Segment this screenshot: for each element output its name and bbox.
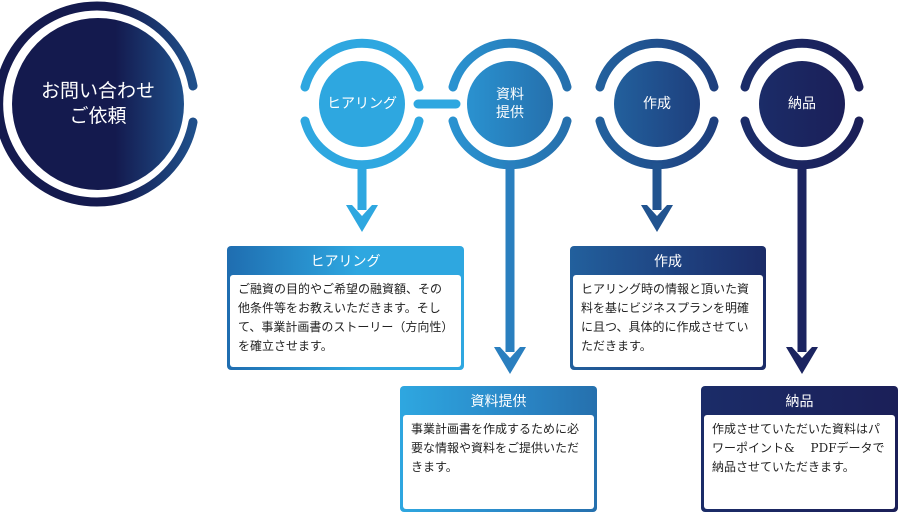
- step-circle-delivery: [740, 38, 864, 374]
- box-delivery-title: 納品: [785, 394, 814, 410]
- box-delivery-body: 作成させていただいた資料はパワーポイント& PDFデータで納品させていただきます…: [704, 415, 895, 509]
- box-materials-title: 資料提供: [470, 394, 527, 410]
- start-label-line1: お問い合わせ: [40, 80, 155, 103]
- step-label-delivery: 納品: [788, 95, 816, 112]
- start-label-line2: ご依頼: [69, 105, 127, 127]
- start-circle: [0, 1, 198, 207]
- start-label: お問い合わせ ご依頼: [12, 62, 184, 146]
- box-hearing-body: ご融資の目的やご希望の融資額、その他条件等をお教えいただきます。そして、事業計画…: [230, 275, 461, 367]
- step-circle-hearing: [300, 38, 424, 232]
- step-label-materials: 資料 提供: [496, 86, 524, 121]
- box-materials-body: 事業計画書を作成するために必要な情報や資料をご提供いただきます。: [403, 415, 594, 509]
- step-label-creation: 作成: [643, 95, 671, 112]
- step-circle-materials: [448, 38, 572, 374]
- step-label-hearing: ヒアリング: [327, 95, 397, 112]
- box-creation: 作成 ヒアリング時の情報と頂いた資料を基にビジネスプランを明確に且つ、具体的に作…: [570, 246, 766, 370]
- box-materials: 資料提供 事業計画書を作成するために必要な情報や資料をご提供いただきます。: [400, 386, 597, 512]
- box-hearing-title: ヒアリング: [310, 254, 381, 270]
- box-creation-body: ヒアリング時の情報と頂いた資料を基にビジネスプランを明確に且つ、具体的に作成させ…: [573, 275, 763, 367]
- box-hearing: ヒアリング ご融資の目的やご希望の融資額、その他条件等をお教えいただきます。そし…: [227, 246, 464, 370]
- box-delivery: 納品 作成させていただいた資料はパワーポイント& PDFデータで納品させていただ…: [701, 386, 898, 512]
- box-creation-title: 作成: [654, 254, 682, 270]
- step-circle-creation: [595, 38, 719, 232]
